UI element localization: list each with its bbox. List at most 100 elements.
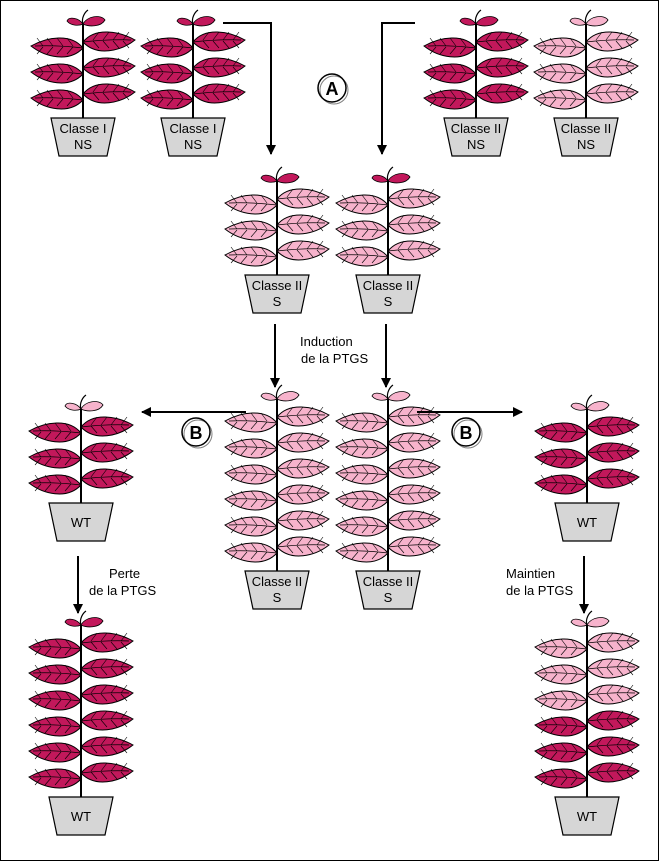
leaf bbox=[28, 638, 82, 659]
leaf bbox=[586, 762, 640, 783]
plant-wt-right: WT bbox=[534, 394, 640, 542]
apex-bud bbox=[371, 166, 411, 184]
leaf bbox=[276, 432, 330, 453]
leaf bbox=[533, 89, 587, 110]
leaf bbox=[585, 31, 639, 52]
caption-perte-line1: Perte bbox=[109, 566, 140, 581]
leaf bbox=[335, 438, 389, 459]
caption-induction-line1: Induction bbox=[300, 334, 353, 349]
pot-label-status: S bbox=[384, 294, 393, 309]
caption-maintien-line1: Maintien bbox=[506, 566, 555, 581]
pot-label-class: Classe II bbox=[363, 574, 414, 589]
leaf bbox=[80, 468, 134, 489]
pot: Classe IIS bbox=[355, 570, 421, 610]
apex-bud bbox=[570, 394, 610, 412]
leaf bbox=[586, 468, 640, 489]
leaf bbox=[586, 736, 640, 757]
plant-classe-ii-s-4: Classe IIS bbox=[335, 384, 441, 610]
leaf bbox=[224, 438, 278, 459]
caption-perte: Perte de la PTGS bbox=[89, 566, 157, 598]
leaf bbox=[224, 220, 278, 241]
leaf bbox=[335, 412, 389, 433]
apex-bud bbox=[66, 9, 106, 27]
leaf bbox=[276, 510, 330, 531]
step-a-label: A bbox=[326, 79, 339, 99]
leaf bbox=[534, 474, 588, 495]
leaf bbox=[192, 57, 246, 78]
pot-label-status: NS bbox=[467, 137, 485, 152]
pot-label-class: Classe II bbox=[252, 574, 303, 589]
leaf bbox=[82, 57, 136, 78]
pot: Classe INS bbox=[160, 117, 226, 157]
leaf bbox=[276, 240, 330, 261]
pot-label: WT bbox=[577, 515, 597, 530]
leaf bbox=[585, 57, 639, 78]
apex-bud bbox=[64, 394, 104, 412]
leaf bbox=[28, 690, 82, 711]
leaf bbox=[276, 484, 330, 505]
leaf bbox=[224, 246, 278, 267]
apex-bud bbox=[371, 384, 411, 402]
pot-label-class: Classe I bbox=[170, 121, 217, 136]
plant-classe-ii-s-3: Classe IIS bbox=[224, 384, 330, 610]
pot: WT bbox=[48, 796, 114, 836]
leaf bbox=[30, 89, 84, 110]
pot: Classe INS bbox=[50, 117, 116, 157]
apex-bud bbox=[459, 9, 499, 27]
caption-induction-line2: de la PTGS bbox=[301, 351, 369, 366]
caption-perte-line2: de la PTGS bbox=[89, 583, 157, 598]
apex-bud bbox=[569, 9, 609, 27]
step-b-right-label: B bbox=[460, 423, 473, 443]
pot: Classe IIS bbox=[244, 274, 310, 314]
pot-label-class: Classe I bbox=[60, 121, 107, 136]
pot-label-class: Classe II bbox=[252, 278, 303, 293]
pot-label-status: S bbox=[273, 294, 282, 309]
arrow-classe-i-to-classe-ii-s bbox=[223, 22, 276, 155]
pot-label-status: NS bbox=[577, 137, 595, 152]
leaf bbox=[534, 690, 588, 711]
leaf bbox=[192, 83, 246, 104]
leaf bbox=[335, 490, 389, 511]
pot-label-class: Classe II bbox=[451, 121, 502, 136]
plant-classe-i-ns-2: Classe INS bbox=[140, 9, 246, 157]
plant-wt-bottom-right: WT bbox=[534, 610, 640, 836]
step-b-left-badge: B bbox=[181, 417, 213, 449]
leaf bbox=[192, 31, 246, 52]
leaf bbox=[335, 464, 389, 485]
leaf bbox=[423, 89, 477, 110]
leaf bbox=[534, 768, 588, 789]
leaf bbox=[80, 416, 134, 437]
leaf bbox=[30, 63, 84, 84]
leaf bbox=[28, 448, 82, 469]
leaf bbox=[534, 742, 588, 763]
leaf bbox=[82, 31, 136, 52]
leaf bbox=[28, 474, 82, 495]
leaf bbox=[276, 406, 330, 427]
leaf bbox=[28, 768, 82, 789]
leaf bbox=[28, 742, 82, 763]
leaf bbox=[475, 57, 529, 78]
pot: WT bbox=[554, 502, 620, 542]
caption-maintien-line2: de la PTGS bbox=[506, 583, 574, 598]
arrow-classe-ii-ns-to-classe-ii-s bbox=[377, 22, 415, 155]
plant-classe-i-ns-1: Classe INS bbox=[30, 9, 136, 157]
leaf bbox=[423, 63, 477, 84]
leaf bbox=[80, 658, 134, 679]
pot-label: WT bbox=[71, 809, 91, 824]
leaf bbox=[475, 83, 529, 104]
leaf bbox=[387, 484, 441, 505]
leaf bbox=[423, 37, 477, 58]
leaf bbox=[533, 63, 587, 84]
pot: Classe IIS bbox=[244, 570, 310, 610]
leaf bbox=[387, 510, 441, 531]
leaf bbox=[586, 442, 640, 463]
step-b-left-label: B bbox=[190, 423, 203, 443]
caption-induction: Induction de la PTGS bbox=[300, 334, 369, 366]
leaf bbox=[80, 736, 134, 757]
leaf bbox=[140, 89, 194, 110]
leaf bbox=[586, 710, 640, 731]
